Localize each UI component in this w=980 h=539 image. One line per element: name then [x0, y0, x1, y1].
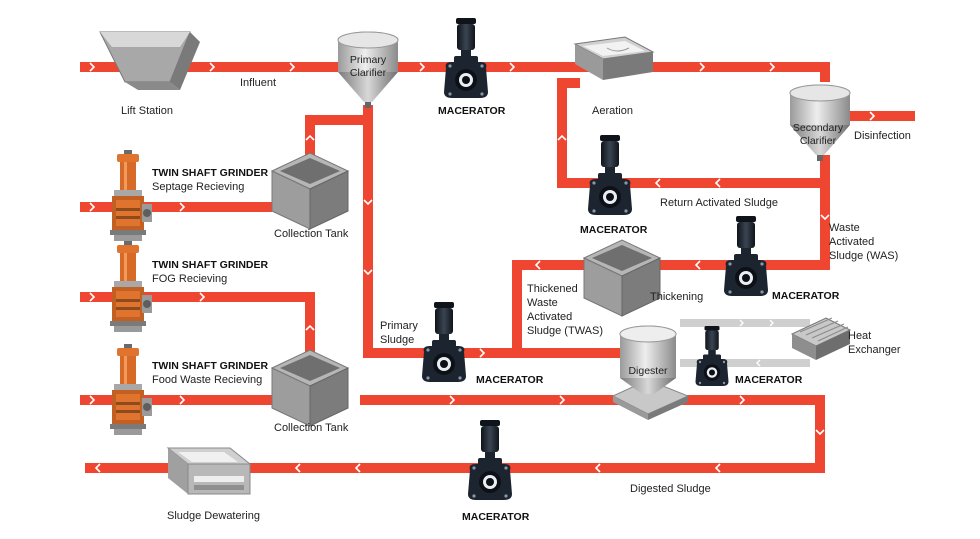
label-grinder-1-sub: Septage Recieving — [152, 181, 244, 193]
label-twas-line4: Sludge (TWAS) — [527, 325, 603, 337]
label-was-line3: Sludge (WAS) — [829, 250, 898, 262]
digester-tank — [611, 325, 690, 420]
macerator-4 — [422, 302, 466, 382]
label-influent: Influent — [240, 77, 276, 89]
aeration-tank — [573, 36, 655, 80]
label-grinder-3-sub: Food Waste Recieving — [152, 374, 262, 386]
label-primary-sludge-line1: Primary — [380, 320, 418, 332]
labels: Lift Station Influent Primary Clarifier … — [121, 54, 911, 523]
label-digester: Digester — [628, 365, 668, 377]
label-was-line1: Waste — [829, 222, 860, 234]
label-digested-sludge: Digested Sludge — [630, 483, 711, 495]
twin-shaft-grinder-3 — [110, 344, 152, 435]
label-macerator-4: MACERATOR — [476, 374, 544, 386]
label-macerator-2: MACERATOR — [580, 224, 648, 236]
label-heat-exchanger-line1: Heat — [848, 330, 871, 342]
macerator-3 — [724, 216, 768, 296]
label-macerator-1: MACERATOR — [438, 105, 506, 117]
macerator-1 — [444, 18, 488, 98]
twin-shaft-grinder-2 — [110, 241, 152, 332]
macerator-2 — [588, 135, 632, 215]
label-primary-sludge-line2: Sludge — [380, 334, 414, 346]
label-collection-tank-2: Collection Tank — [274, 422, 349, 434]
label-twas-line1: Thickened — [527, 283, 578, 295]
macerator-6 — [468, 420, 512, 500]
heat-exchanger — [790, 317, 852, 360]
label-primary-clarifier-line2: Clarifier — [350, 67, 387, 79]
thickening-tank — [583, 239, 661, 317]
label-thickening: Thickening — [650, 291, 703, 303]
label-primary-clarifier-line1: Primary — [350, 54, 387, 66]
label-sludge-dewatering: Sludge Dewatering — [167, 510, 260, 522]
flow-arrows — [89, 62, 876, 473]
label-grinder-2-title: TWIN SHAFT GRINDER — [152, 259, 268, 271]
label-macerator-6: MACERATOR — [462, 511, 530, 523]
label-macerator-5: MACERATOR — [735, 374, 803, 386]
label-lift-station: Lift Station — [121, 105, 173, 117]
label-secondary-clarifier-line2: Clarifier — [800, 135, 837, 147]
label-grinder-3-title: TWIN SHAFT GRINDER — [152, 360, 268, 372]
label-twas-line2: Waste — [527, 297, 558, 309]
heat-loop — [680, 319, 810, 367]
macerator-5 — [695, 326, 729, 386]
label-return-activated-sludge: Return Activated Sludge — [660, 197, 778, 209]
label-twas-line3: Activated — [527, 311, 572, 323]
collection-tank-1 — [271, 152, 349, 230]
label-grinder-2-sub: FOG Recieving — [152, 273, 227, 285]
sludge-dewatering — [166, 447, 252, 495]
label-was-line2: Activated — [829, 236, 874, 248]
label-secondary-clarifier-line1: Secondary — [793, 122, 844, 134]
label-macerator-3: MACERATOR — [772, 290, 840, 302]
lift-station-hopper — [99, 31, 200, 90]
label-disinfection: Disinfection — [854, 130, 911, 142]
label-collection-tank-1: Collection Tank — [274, 228, 349, 240]
label-aeration: Aeration — [592, 105, 633, 117]
label-grinder-1-title: TWIN SHAFT GRINDER — [152, 167, 268, 179]
twin-shaft-grinder-1 — [110, 150, 152, 241]
label-heat-exchanger-line2: Exchanger — [848, 344, 901, 356]
collection-tank-2 — [271, 349, 349, 427]
